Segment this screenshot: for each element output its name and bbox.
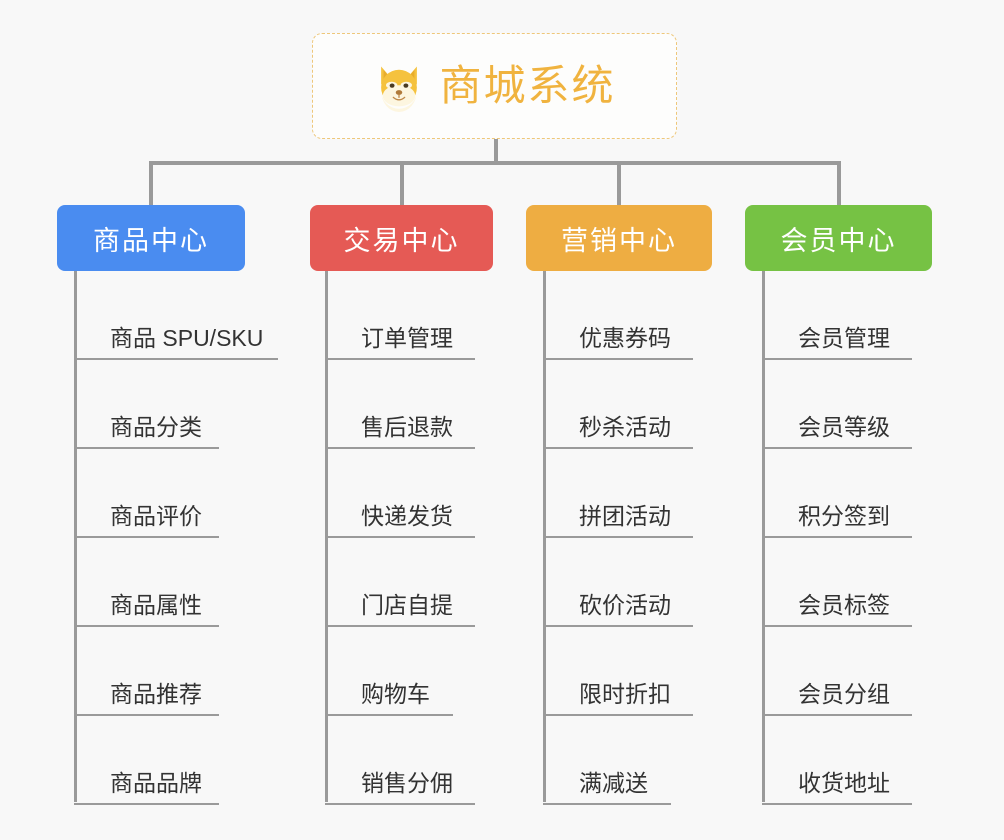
leaf-item[interactable]: 积分签到 (762, 449, 912, 538)
root-node[interactable]: 商城系统 (312, 33, 677, 139)
leaf-label: 会员分组 (798, 681, 890, 707)
leaf-label: 销售分佣 (361, 770, 453, 796)
category-header-1[interactable]: 商品中心 (57, 205, 245, 271)
leaf-label: 砍价活动 (579, 592, 671, 618)
leaf-item[interactable]: 拼团活动 (543, 449, 693, 538)
leaf-label: 售后退款 (361, 414, 453, 440)
leaf-item[interactable]: 会员分组 (762, 627, 912, 716)
leaf-item[interactable]: 商品推荐 (74, 627, 219, 716)
leaf-label: 会员标签 (798, 592, 890, 618)
leaf-label: 商品属性 (110, 592, 202, 618)
connector-root-stem (494, 139, 498, 163)
leaf-label: 会员管理 (798, 325, 890, 351)
leaf-label: 拼团活动 (579, 503, 671, 529)
category-header-3[interactable]: 营销中心 (526, 205, 712, 271)
leaf-item[interactable]: 收货地址 (762, 716, 912, 805)
leaf-item[interactable]: 商品 SPU/SKU (74, 271, 278, 360)
leaf-label: 商品推荐 (110, 681, 202, 707)
leaf-item[interactable]: 商品品牌 (74, 716, 219, 805)
leaf-item[interactable]: 售后退款 (325, 360, 475, 449)
leaf-item[interactable]: 商品属性 (74, 538, 219, 627)
category-header-4-label: 会员中心 (780, 225, 897, 256)
leaf-item[interactable]: 商品评价 (74, 449, 219, 538)
root-title: 商城系统 (439, 62, 616, 109)
leaf-item[interactable]: 会员等级 (762, 360, 912, 449)
leaf-label: 优惠券码 (579, 325, 671, 351)
leaf-label: 积分签到 (798, 503, 890, 529)
leaf-label: 商品评价 (110, 503, 202, 529)
leaf-item[interactable]: 会员管理 (762, 271, 912, 360)
connector-drop-3 (617, 161, 621, 205)
connector-drop-1 (149, 161, 153, 205)
connector-horizontal-bus (149, 161, 841, 165)
leaf-item[interactable]: 快递发货 (325, 449, 475, 538)
leaf-label: 满减送 (579, 770, 648, 796)
leaf-label: 收货地址 (798, 770, 890, 796)
category-header-2[interactable]: 交易中心 (310, 205, 493, 271)
leaf-item[interactable]: 购物车 (325, 627, 453, 716)
leaf-item[interactable]: 商品分类 (74, 360, 219, 449)
leaf-item[interactable]: 限时折扣 (543, 627, 693, 716)
leaf-label: 会员等级 (798, 414, 890, 440)
leaf-label: 商品 SPU/SKU (110, 325, 264, 351)
category-header-3-label: 营销中心 (561, 225, 677, 256)
leaf-label: 限时折扣 (579, 681, 671, 707)
leaf-item[interactable]: 砍价活动 (543, 538, 693, 627)
leaf-item[interactable]: 会员标签 (762, 538, 912, 627)
leaf-item[interactable]: 订单管理 (325, 271, 475, 360)
leaf-label: 订单管理 (361, 325, 453, 351)
connector-drop-4 (837, 161, 841, 205)
leaf-label: 门店自提 (361, 592, 453, 618)
leaf-item[interactable]: 优惠券码 (543, 271, 693, 360)
shiba-dog-emoji (373, 60, 425, 112)
leaf-item[interactable]: 秒杀活动 (543, 360, 693, 449)
leaf-label: 快递发货 (361, 503, 453, 529)
category-header-1-label: 商品中心 (93, 225, 209, 256)
leaf-label: 秒杀活动 (579, 414, 671, 440)
category-header-4[interactable]: 会员中心 (745, 205, 932, 271)
leaf-item[interactable]: 销售分佣 (325, 716, 475, 805)
leaf-item[interactable]: 满减送 (543, 716, 671, 805)
leaf-label: 商品品牌 (110, 770, 202, 796)
leaf-item[interactable]: 门店自提 (325, 538, 475, 627)
leaf-label: 商品分类 (110, 414, 202, 440)
leaf-label: 购物车 (361, 681, 430, 707)
category-header-2-label: 交易中心 (343, 225, 460, 256)
connector-drop-2 (400, 161, 404, 205)
